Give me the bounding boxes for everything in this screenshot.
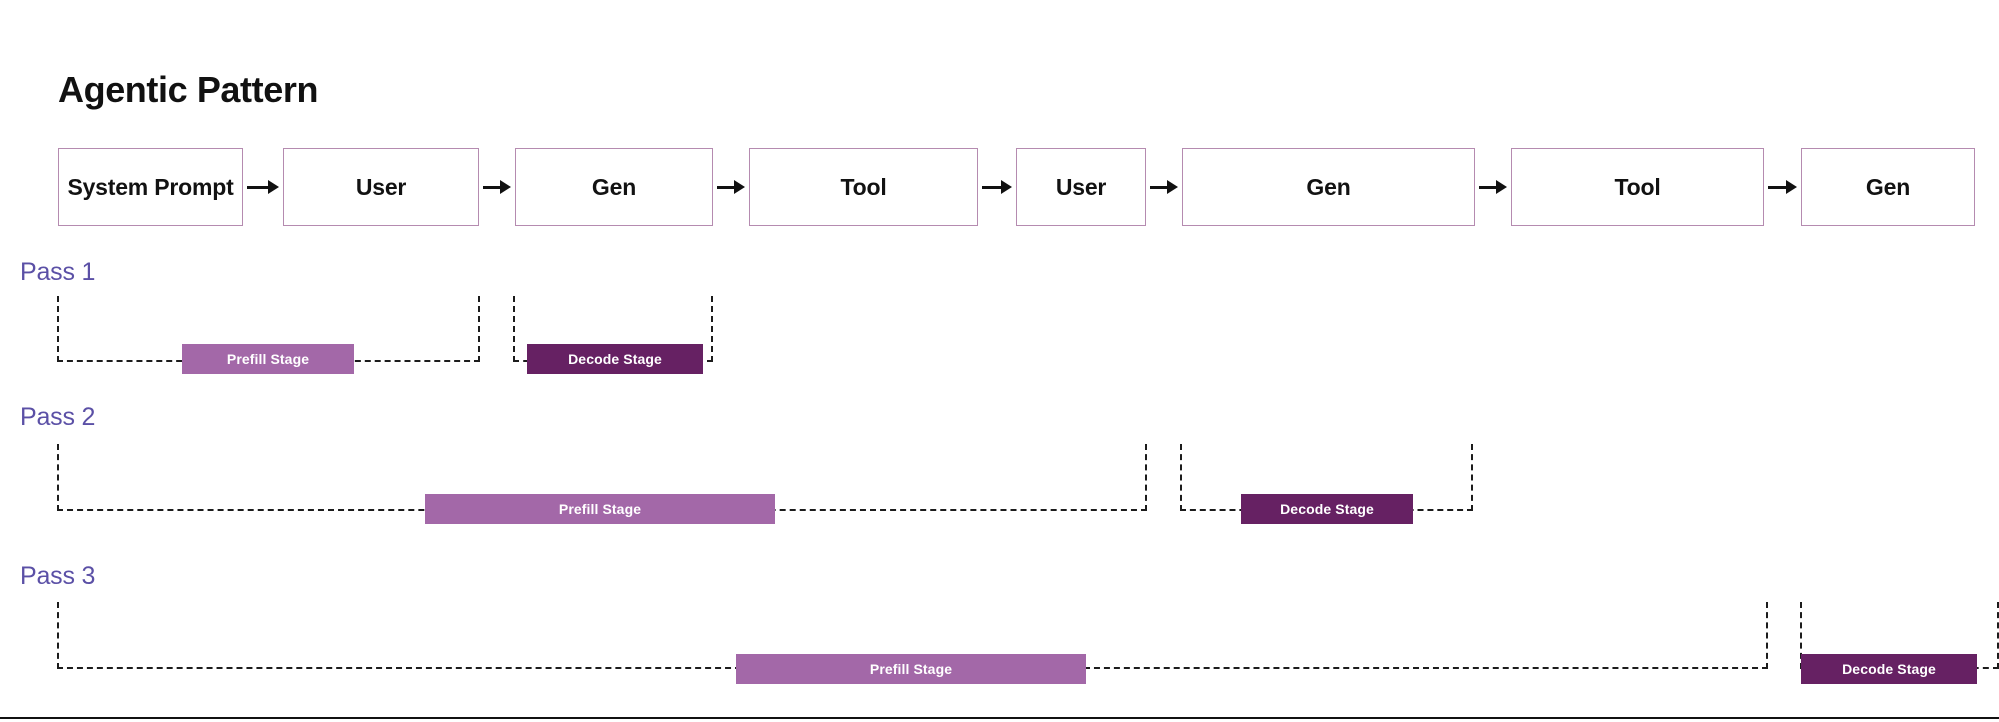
chain-box-label: User bbox=[1055, 173, 1107, 200]
arrow-head bbox=[1786, 180, 1797, 194]
arrow-right-icon bbox=[717, 179, 745, 195]
chain-box-system-prompt-0[interactable]: System Prompt bbox=[58, 148, 243, 226]
chain-box-label: System Prompt bbox=[67, 173, 234, 200]
arrow-shaft bbox=[1479, 185, 1496, 189]
arrow-right-icon bbox=[1150, 179, 1178, 195]
chain-box-gen-5[interactable]: Gen bbox=[1182, 148, 1475, 226]
chain-box-label: User bbox=[355, 173, 407, 200]
arrow-head bbox=[268, 180, 279, 194]
arrow-shaft bbox=[1150, 185, 1167, 189]
arrow-right-icon bbox=[982, 179, 1012, 195]
pass-label-pass-2: Pass 2 bbox=[20, 403, 96, 431]
arrow-shaft bbox=[1768, 185, 1786, 189]
chain-box-label: Gen bbox=[591, 173, 637, 200]
chain-box-tool-6[interactable]: Tool bbox=[1511, 148, 1764, 226]
pass-2-decode-stage-bar[interactable]: Decode Stage bbox=[1241, 494, 1413, 524]
arrow-shaft bbox=[483, 185, 500, 189]
page-title: Agentic Pattern bbox=[58, 69, 319, 110]
pass-2-prefill-stage-bar[interactable]: Prefill Stage bbox=[425, 494, 775, 524]
bottom-divider bbox=[0, 717, 1999, 719]
arrow-shaft bbox=[717, 185, 734, 189]
arrow-right-icon bbox=[1479, 179, 1507, 195]
chain-box-gen-2[interactable]: Gen bbox=[515, 148, 713, 226]
arrow-right-icon bbox=[1768, 179, 1797, 195]
chain-box-user-4[interactable]: User bbox=[1016, 148, 1146, 226]
arrow-right-icon bbox=[247, 179, 279, 195]
stage-bar-label: Decode Stage bbox=[1280, 501, 1374, 517]
chain-box-label: Gen bbox=[1865, 173, 1911, 200]
stage-bar-label: Prefill Stage bbox=[558, 501, 642, 517]
chain-box-label: Tool bbox=[840, 173, 887, 200]
pass-label-pass-3: Pass 3 bbox=[20, 562, 96, 590]
stage-bar-label: Prefill Stage bbox=[869, 661, 953, 677]
arrow-head bbox=[500, 180, 511, 194]
chain-box-gen-7[interactable]: Gen bbox=[1801, 148, 1975, 226]
pass-3-decode-stage-bar[interactable]: Decode Stage bbox=[1801, 654, 1977, 684]
stage-bar-label: Decode Stage bbox=[568, 351, 662, 367]
chain-box-label: Gen bbox=[1306, 173, 1351, 200]
arrow-head bbox=[1001, 180, 1012, 194]
chain-box-tool-3[interactable]: Tool bbox=[749, 148, 978, 226]
pass-1-decode-stage-bar[interactable]: Decode Stage bbox=[527, 344, 703, 374]
pass-3-prefill-stage-bar[interactable]: Prefill Stage bbox=[736, 654, 1086, 684]
arrow-head bbox=[1496, 180, 1507, 194]
arrow-shaft bbox=[982, 185, 1001, 189]
chain-box-label: Tool bbox=[1614, 173, 1661, 200]
arrow-shaft bbox=[247, 185, 268, 189]
stage-bar-label: Decode Stage bbox=[1842, 661, 1936, 677]
arrow-head bbox=[1167, 180, 1178, 194]
arrow-right-icon bbox=[483, 179, 511, 195]
token-sequence-row: System Prompt User Gen Tool User Gen Tool Gen bbox=[0, 148, 1999, 228]
chain-box-user-1[interactable]: User bbox=[283, 148, 479, 226]
arrow-head bbox=[734, 180, 745, 194]
pass-label-pass-1: Pass 1 bbox=[20, 258, 96, 286]
stage-bar-label: Prefill Stage bbox=[226, 351, 310, 367]
pass-1-prefill-stage-bar[interactable]: Prefill Stage bbox=[182, 344, 354, 374]
